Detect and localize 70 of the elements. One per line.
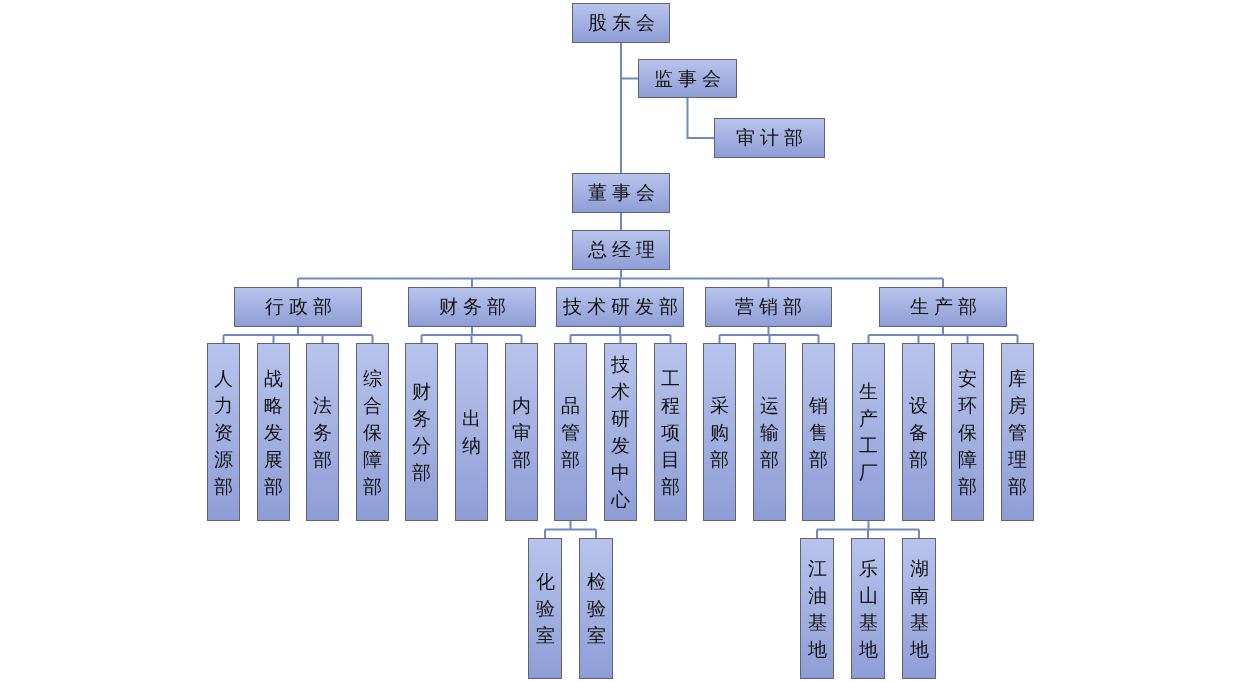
org-box: 库房管理部 [1001,343,1034,521]
org-box: 化验室 [528,538,562,679]
org-box: 安环保障部 [951,343,984,521]
org-box: 营销部 [705,287,832,327]
org-box: 战略发展部 [257,343,290,521]
connector-line [520,334,523,344]
connector-line [1016,334,1019,344]
connector-line [371,334,374,344]
connector-line [669,334,672,344]
connector-line [718,334,721,344]
connector-line [420,326,523,336]
connector-line [918,528,920,539]
connector-line [470,334,473,344]
org-box: 江油基地 [800,538,834,679]
connector-line [595,528,597,539]
connector-line [222,334,225,344]
org-box: 监事会 [638,59,737,98]
connector-line [544,528,546,539]
connector-line [767,277,770,288]
connector-line [297,269,944,280]
connector-line [297,277,299,288]
connector-line [867,334,870,344]
org-box: 出纳 [455,343,488,521]
org-box: 行政部 [234,287,362,327]
org-box: 法务部 [306,343,339,521]
org-box: 工程项目部 [654,343,687,521]
connector-line [471,277,473,288]
connector-line [321,334,324,344]
connector-line [569,334,572,344]
connector-line [942,277,944,288]
org-box: 采购部 [703,343,736,521]
connector-line [966,334,969,344]
connector-line [817,334,820,344]
connector-line [619,277,621,288]
connector-line [816,520,920,531]
org-box: 品管部 [554,343,587,521]
org-box: 生产部 [879,287,1007,327]
org-box: 人力资源部 [207,343,240,521]
connector-line [686,97,715,139]
org-box: 总经理 [572,230,670,270]
connector-line [620,212,622,231]
connector-line [619,334,622,344]
connector-line [544,520,597,531]
org-box: 技术研发中心 [604,343,637,521]
org-box: 审计部 [714,118,825,158]
connector-line [222,326,374,336]
org-box: 设备部 [902,343,935,521]
connector-line [718,326,820,336]
org-box: 检验室 [579,538,613,679]
org-box: 董事会 [572,173,670,213]
connector-line [816,528,818,539]
org-box: 股东会 [572,3,670,43]
connector-line [867,326,1019,336]
org-box: 生产工厂 [852,343,885,521]
connector-line [620,42,622,174]
connector-line [917,334,920,344]
org-box: 技术研发部 [556,287,684,327]
org-box: 销售部 [802,343,835,521]
org-box: 财务部 [408,287,536,327]
connector-line [867,528,869,539]
connector-line [768,334,771,344]
connector-line [569,326,672,336]
org-box: 湖南基地 [902,538,936,679]
org-box: 内审部 [505,343,538,521]
org-box: 财务分部 [405,343,438,521]
connector-line [272,334,275,344]
org-box: 乐山基地 [851,538,885,679]
connector-line [420,334,423,344]
org-box: 综合保障部 [356,343,389,521]
org-box: 运输部 [753,343,786,521]
